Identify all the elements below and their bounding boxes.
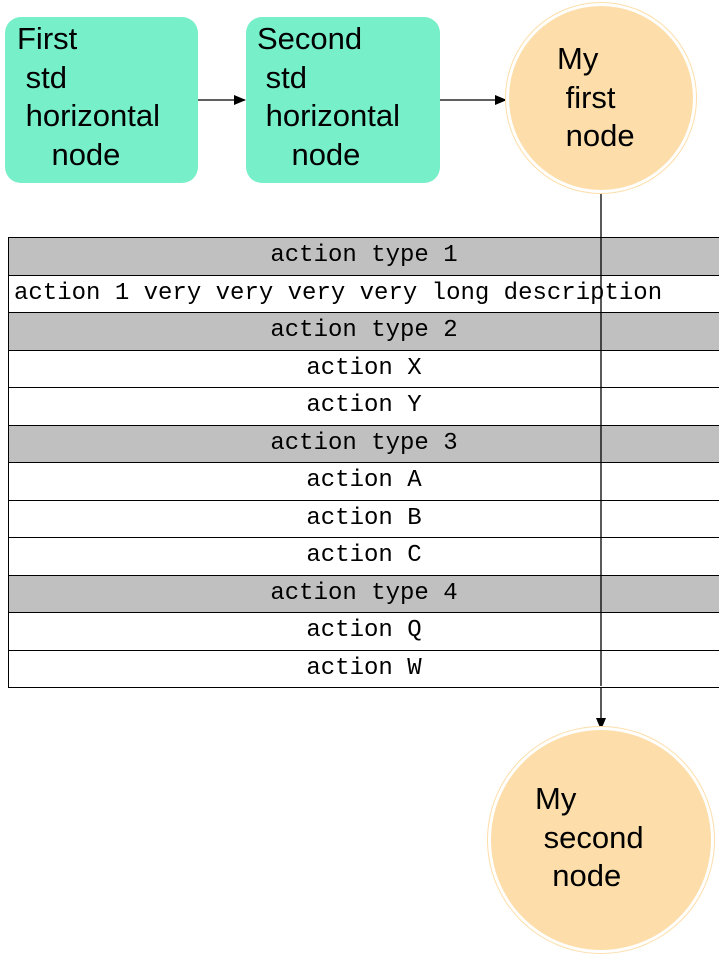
action-table: action type 1 action 1 very very very ve… xyxy=(8,237,719,688)
action-row: action W xyxy=(9,650,719,688)
action-group-header: action type 1 xyxy=(9,238,719,276)
action-group-header: action type 2 xyxy=(9,313,719,351)
action-group-header: action type 3 xyxy=(9,425,719,463)
action-group-header: action type 4 xyxy=(9,575,719,613)
action-row: action C xyxy=(9,538,719,576)
node-first-std-horizontal: First std horizontal node xyxy=(5,17,198,183)
action-row: action X xyxy=(9,350,719,388)
node-my-second: My second node xyxy=(491,730,711,950)
node-second-std-horizontal: Second std horizontal node xyxy=(246,17,440,183)
node-my-first: My first node xyxy=(509,6,693,190)
action-row: action A xyxy=(9,463,719,501)
action-row: action 1 very very very very long descri… xyxy=(9,275,719,313)
action-row: action Q xyxy=(9,613,719,651)
action-row: action B xyxy=(9,500,719,538)
action-row: action Y xyxy=(9,388,719,426)
